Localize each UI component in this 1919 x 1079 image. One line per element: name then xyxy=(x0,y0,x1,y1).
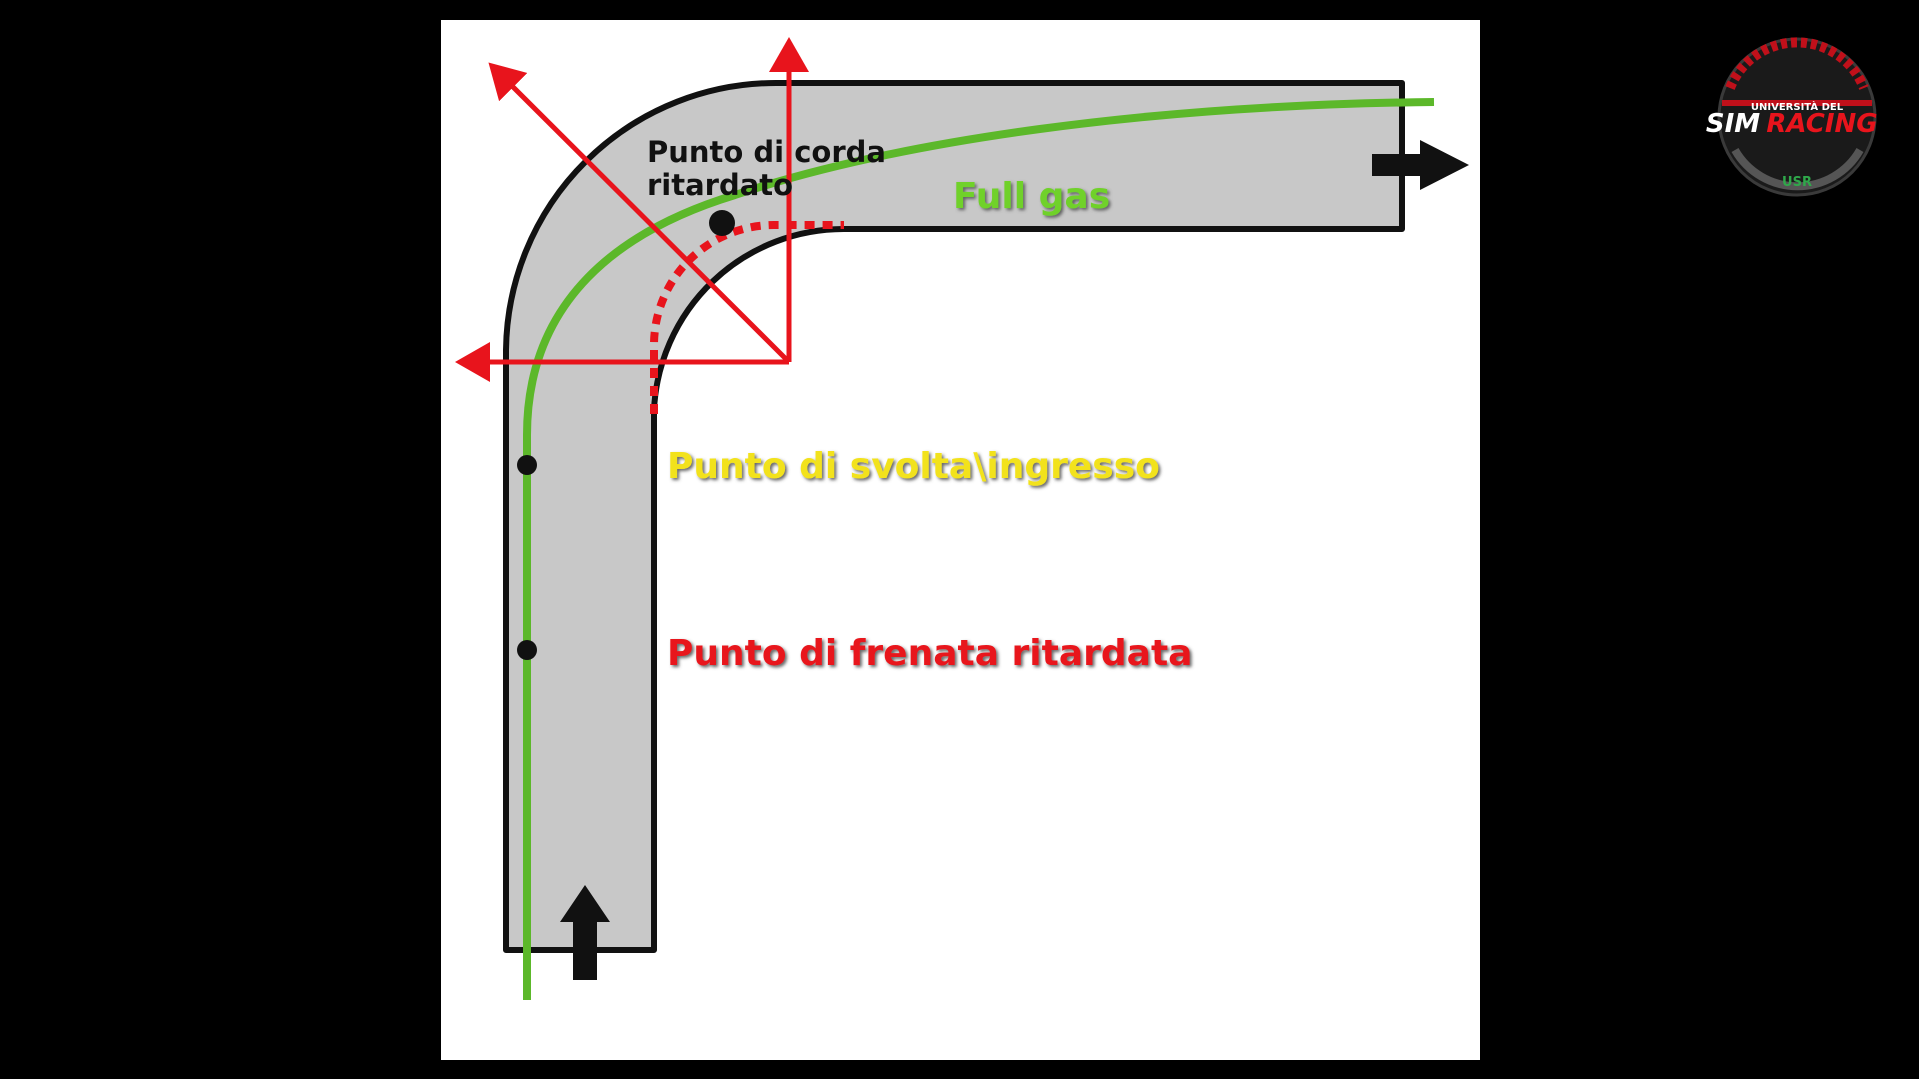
exit-direction-arrow-icon xyxy=(1372,140,1469,190)
full-gas-label: Full gas xyxy=(953,176,1110,217)
apex-point xyxy=(709,210,735,236)
svg-text:UNIVERSITÀ DEL: UNIVERSITÀ DEL xyxy=(1751,100,1844,113)
simracing-logo: UNIVERSITÀ DEL SIM RACING USR xyxy=(1706,37,1878,197)
entry-direction-arrow-icon xyxy=(560,885,610,980)
geometry-lines xyxy=(455,37,809,382)
apex-label-line2: ritardato xyxy=(647,168,793,202)
svg-text:USR: USR xyxy=(1782,175,1812,190)
braking-point xyxy=(517,640,537,660)
svg-text:RACING: RACING xyxy=(1766,109,1877,139)
apex-label-line1: Punto di corda xyxy=(647,135,886,169)
turn-in-label: Punto di svolta\ingresso xyxy=(667,446,1160,487)
diagonal-guide-arrow xyxy=(488,62,791,364)
racing-line xyxy=(523,98,1435,1000)
turn-in-point xyxy=(517,455,537,475)
svg-text:SIM: SIM xyxy=(1706,109,1760,139)
braking-label: Punto di frenata ritardata xyxy=(667,633,1192,674)
